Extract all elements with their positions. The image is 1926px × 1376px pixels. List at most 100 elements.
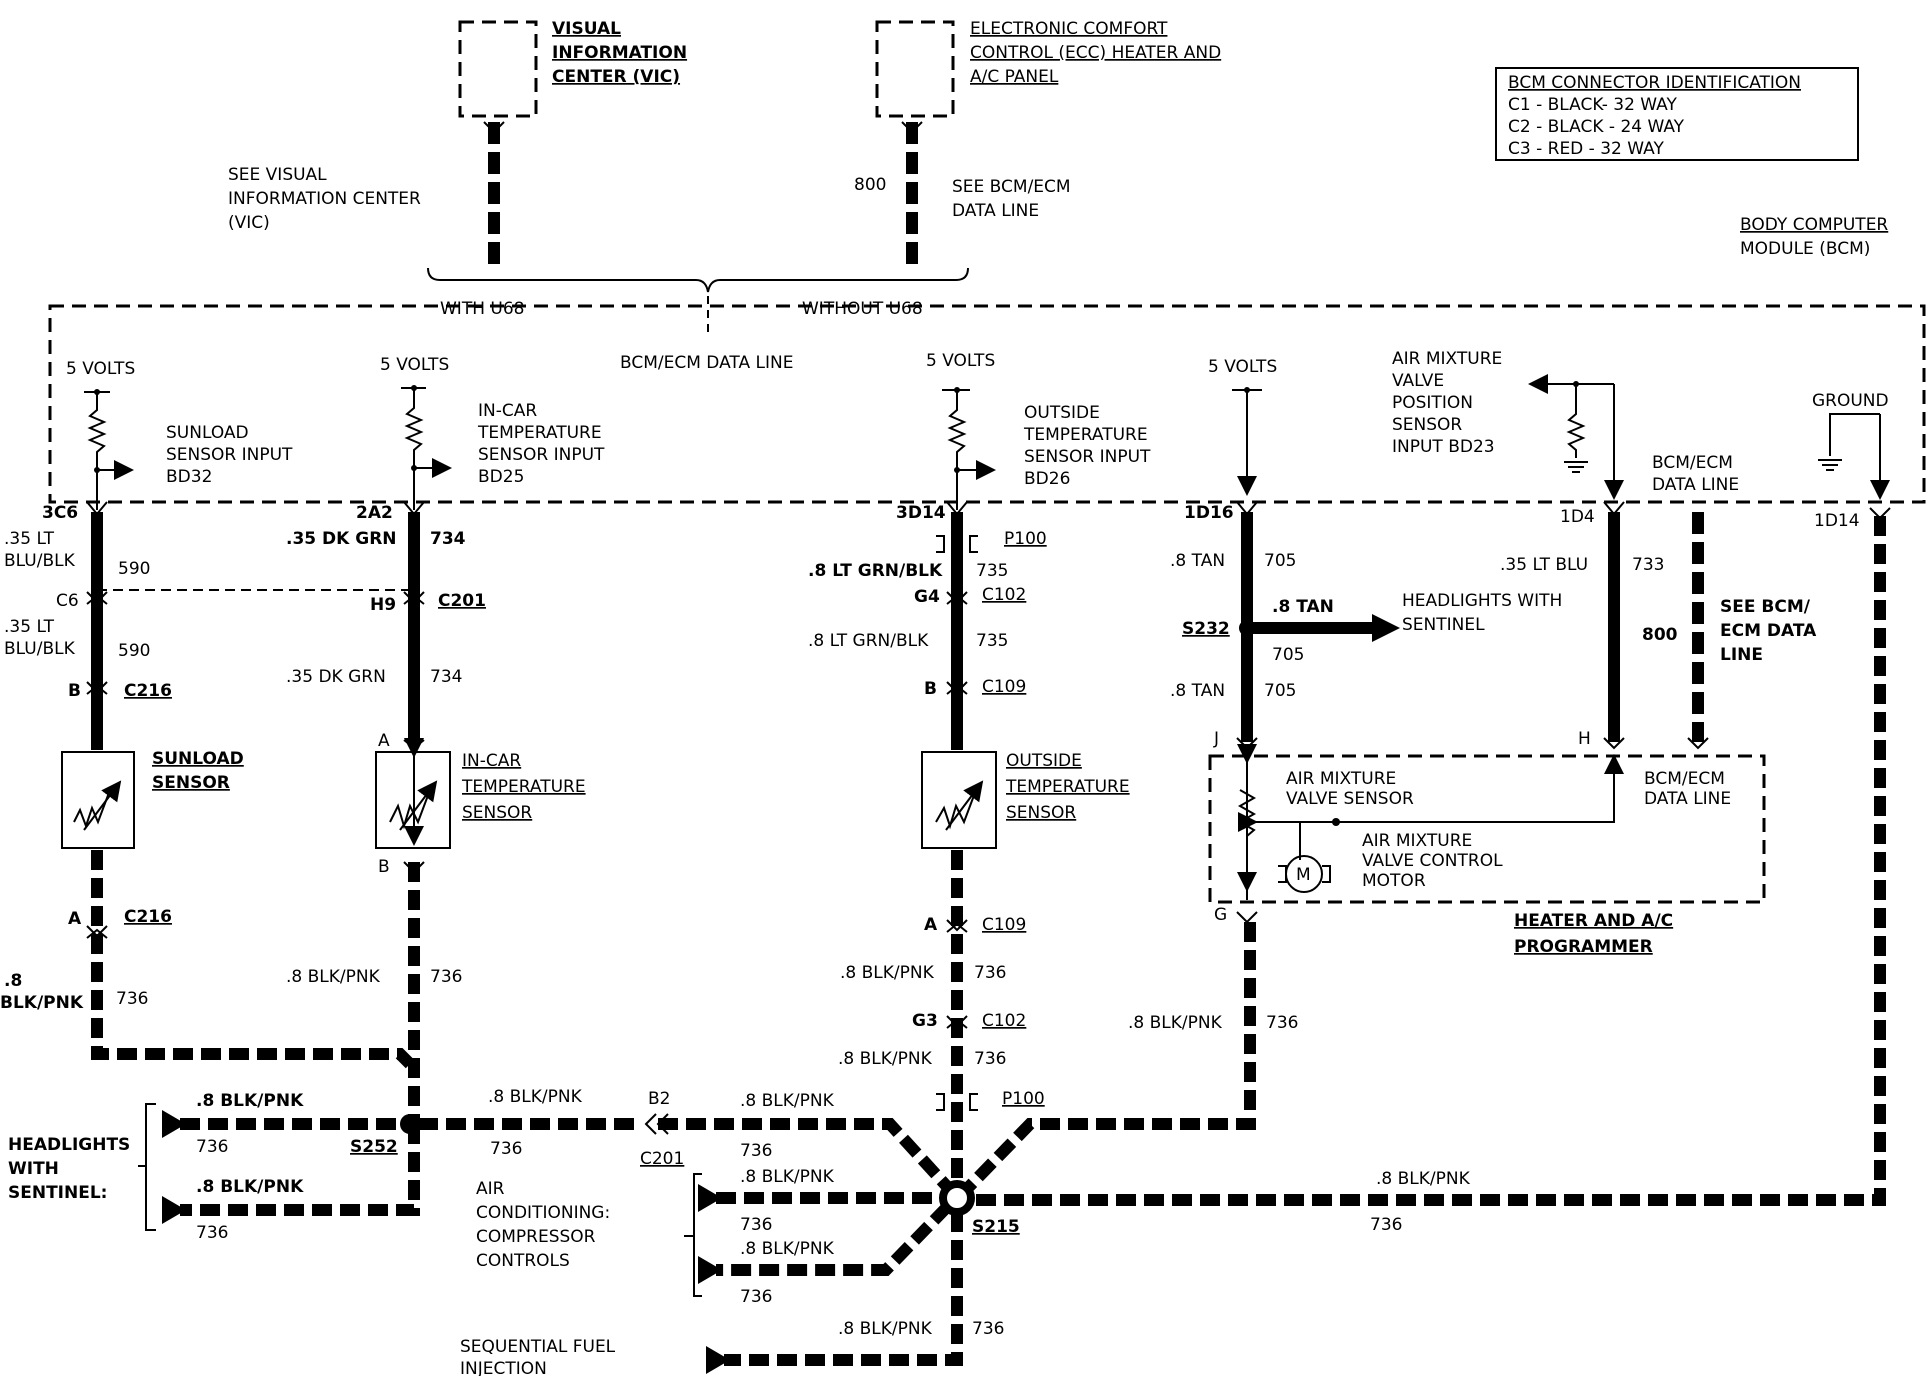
ground-label: GROUND bbox=[1812, 391, 1889, 411]
circuit-734-a: 734 bbox=[430, 529, 466, 549]
circuit-590-b: 590 bbox=[118, 641, 150, 661]
circuit-800: 800 bbox=[1642, 625, 1678, 645]
wire-label-sun-6: BLK/PNK bbox=[0, 993, 84, 1013]
outside-column: P100 .8 LT GRN/BLK 735 G4 C102 .8 LT GRN… bbox=[808, 501, 1130, 1194]
circuit-736-incar: 736 bbox=[430, 967, 462, 987]
incar-label-2: TEMPERATURE bbox=[461, 777, 586, 797]
data-800-column: 800 SEE BCM/ ECM DATA LINE bbox=[1642, 512, 1817, 750]
wire-label-sun-2: BLU/BLK bbox=[4, 551, 76, 571]
ref-headlights-2: SENTINEL bbox=[1402, 615, 1485, 635]
circuit-733: 733 bbox=[1632, 555, 1664, 575]
conn-c216-b: C216 bbox=[124, 907, 172, 927]
pin-2a2: 2A2 bbox=[356, 503, 393, 523]
circuit-736-sun: 736 bbox=[116, 989, 148, 1009]
conn-c201-b: C201 bbox=[640, 1149, 684, 1169]
pin-g4: G4 bbox=[914, 587, 940, 607]
pin-1d16: 1D16 bbox=[1184, 503, 1234, 523]
sunload-label-2: SENSOR bbox=[152, 773, 230, 793]
wire-label-bcm-ground: .8 BLK/PNK bbox=[1376, 1169, 1471, 1189]
conn-p100-a: P100 bbox=[1004, 529, 1047, 549]
conn-c109-b: C109 bbox=[982, 915, 1026, 935]
ref-ac-4: CONTROLS bbox=[476, 1251, 570, 1271]
circuit-705-a: 705 bbox=[1264, 551, 1296, 571]
sunload-sensor-box bbox=[61, 751, 135, 849]
pin-h9: H9 bbox=[370, 595, 396, 615]
circuit-736-link-2: 736 bbox=[740, 1141, 772, 1161]
sunload-column: .35 LT BLU/BLK 590 C6 .35 LT BLU/BLK 590… bbox=[0, 501, 415, 1069]
s252-s215-link: .8 BLK/PNK 736 B2 C201 .8 BLK/PNK 736 bbox=[418, 1087, 957, 1197]
ref-sfi-1: SEQUENTIAL FUEL bbox=[460, 1337, 616, 1357]
programmer-ground-wire: G .8 BLK/PNK 736 bbox=[957, 905, 1298, 1199]
wire-label-sun-3: .35 LT bbox=[4, 617, 55, 637]
ref-ac-3: COMPRESSOR bbox=[476, 1227, 596, 1247]
pin-g3: G3 bbox=[912, 1011, 938, 1031]
bcm-id-c3: C3 - RED - 32 WAY bbox=[1508, 139, 1664, 159]
wire-label-ac-1: .8 BLK/PNK bbox=[740, 1167, 835, 1187]
amv-sensor-2: VALVE SENSOR bbox=[1286, 789, 1414, 809]
circuit-705-c: 705 bbox=[1264, 681, 1296, 701]
with-u68: WITH U68 bbox=[440, 299, 524, 319]
s252-area: .8 BLK/PNK 736 .8 BLK/PNK 736 S252 HEADL… bbox=[8, 1091, 420, 1243]
circuit-735-b: 735 bbox=[976, 631, 1008, 651]
outside-in-3: SENSOR INPUT bbox=[1024, 447, 1151, 467]
wire-label-link-1: .8 BLK/PNK bbox=[488, 1087, 583, 1107]
pin-c6: C6 bbox=[56, 591, 79, 611]
amv-motor-1: AIR MIXTURE bbox=[1362, 831, 1472, 851]
conn-s215: S215 bbox=[972, 1217, 1020, 1237]
wire-label-sfi: .8 BLK/PNK bbox=[838, 1319, 933, 1339]
circuit-736-prog: 736 bbox=[1266, 1013, 1298, 1033]
incar-in-1: IN-CAR bbox=[478, 401, 537, 421]
circuit-736-ac-1: 736 bbox=[740, 1215, 772, 1235]
amv-in-5: INPUT BD23 bbox=[1392, 437, 1495, 457]
s215-area: S215 .8 BLK/PNK 736 .8 BLK/PNK 736 AIR C… bbox=[460, 1167, 1020, 1376]
bcm-box bbox=[48, 304, 1926, 504]
without-u68: WITHOUT U68 bbox=[802, 299, 923, 319]
wire-label-ac-2: .8 BLK/PNK bbox=[740, 1239, 835, 1259]
wire-736-ac2 bbox=[716, 1201, 953, 1276]
see-vic-1: SEE VISUAL bbox=[228, 165, 327, 185]
amv-motor-3: MOTOR bbox=[1362, 871, 1426, 891]
outside-input-circuit: 5 VOLTS OUTSIDE TEMPERATURE SENSOR INPUT… bbox=[926, 351, 1151, 510]
sunload-in-2: SENSOR INPUT bbox=[166, 445, 293, 465]
wire-736-link-b bbox=[658, 1118, 957, 1197]
pin-h: H bbox=[1578, 729, 1591, 749]
option-brace bbox=[427, 267, 969, 293]
conn-p100-b: P100 bbox=[1002, 1089, 1045, 1109]
ref-see-bcm-1: SEE BCM/ bbox=[1720, 597, 1811, 617]
prog-data-2: DATA LINE bbox=[1644, 789, 1731, 809]
bcm-id-title: BCM CONNECTOR IDENTIFICATION bbox=[1508, 73, 1801, 93]
amv-sensor-1: AIR MIXTURE bbox=[1286, 769, 1396, 789]
ground-return-wire: .8 BLK/PNK 736 bbox=[966, 507, 1891, 1235]
vic-label-2: INFORMATION bbox=[552, 43, 687, 63]
pin-3d14: 3D14 bbox=[896, 503, 946, 523]
outside-label-3: SENSOR bbox=[1006, 803, 1076, 823]
wire-label-sun-4: BLU/BLK bbox=[4, 639, 76, 659]
wire-label-prog: .8 BLK/PNK bbox=[1128, 1013, 1223, 1033]
sunload-input-circuit: 5 VOLTS SUNLOAD SENSOR INPUT BD32 bbox=[66, 359, 293, 510]
incar-column: .35 DK GRN 734 H9 C201 .35 DK GRN 734 A … bbox=[286, 501, 586, 1124]
wire-736-prog bbox=[957, 922, 1256, 1199]
programmer-label-2: PROGRAMMER bbox=[1514, 937, 1653, 957]
wire-label-sun-5: .8 bbox=[4, 971, 22, 991]
prog-data-1: BCM/ECM bbox=[1644, 769, 1725, 789]
circuit-735-a: 735 bbox=[976, 561, 1008, 581]
circuit-736-sfi: 736 bbox=[972, 1319, 1004, 1339]
bcm-ground: GROUND bbox=[1812, 391, 1890, 500]
bcm-label-1: BODY COMPUTER bbox=[1740, 215, 1888, 235]
incar-label-1: IN-CAR bbox=[462, 751, 521, 771]
ecc-component: ELECTRONIC COMFORT CONTROL (ECC) HEATER … bbox=[875, 19, 1221, 118]
outside-sensor-box bbox=[921, 751, 997, 849]
sunload-in-1: SUNLOAD bbox=[166, 423, 249, 443]
amv-in-2: VALVE bbox=[1392, 371, 1444, 391]
pin-1d4: 1D4 bbox=[1560, 507, 1595, 527]
ref-see-bcm-3: LINE bbox=[1720, 645, 1763, 665]
circuit-800-top: 800 bbox=[854, 175, 886, 195]
wire-736-hl2 bbox=[180, 1124, 420, 1216]
programmer-box: M AIR MIXTURE VALVE SENSOR AIR MIXTURE V… bbox=[1208, 744, 1766, 957]
amv-in-4: SENSOR bbox=[1392, 415, 1462, 435]
conn-c102-b: C102 bbox=[982, 1011, 1026, 1031]
conn-c102-a: C102 bbox=[982, 585, 1026, 605]
incar-in-2: TEMPERATURE bbox=[477, 423, 602, 443]
outside-label-2: TEMPERATURE bbox=[1005, 777, 1130, 797]
motor-symbol: M bbox=[1296, 865, 1311, 885]
